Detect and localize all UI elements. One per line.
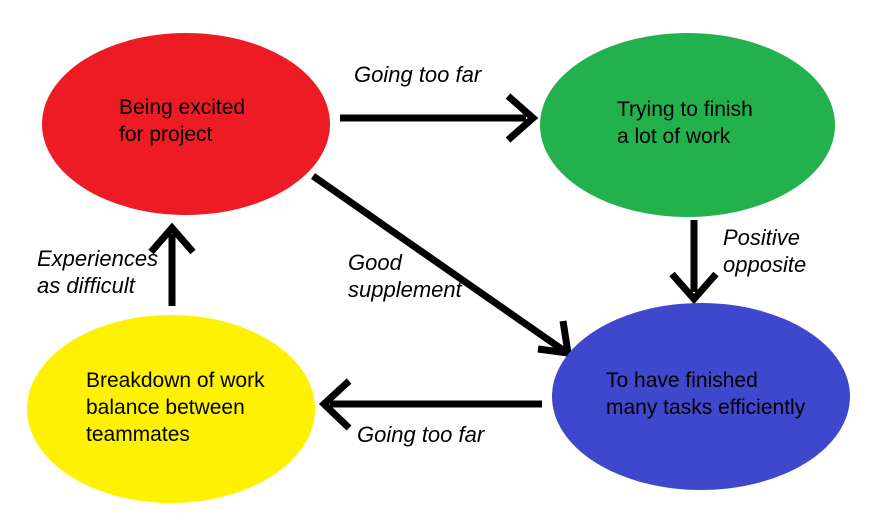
node-trying-to-finish-label: Trying to finish a lot of work bbox=[617, 96, 753, 150]
node-label-line: for project bbox=[119, 123, 213, 146]
node-being-excited: Being excited for project bbox=[42, 33, 330, 215]
node-being-excited-label: Being excited for project bbox=[119, 94, 245, 148]
edge-label-line: Going too far bbox=[354, 62, 482, 87]
node-trying-to-finish: Trying to finish a lot of work bbox=[540, 33, 835, 217]
edge-label-line: as difficult bbox=[37, 273, 135, 298]
edge-label-good-supplement: Good supplement bbox=[348, 249, 462, 303]
arrow-trying-to-finished bbox=[669, 220, 719, 305]
node-label-line: a lot of work bbox=[617, 125, 731, 148]
node-label-line: many tasks efficiently bbox=[606, 396, 806, 419]
node-finished-many-tasks: To have finished many tasks efficiently bbox=[552, 303, 850, 490]
edge-label-experiences-as-difficult: Experiences as difficult bbox=[37, 245, 158, 299]
edge-label-line: opposite bbox=[723, 252, 807, 277]
edge-label-positive-opposite: Positive opposite bbox=[723, 224, 806, 278]
edge-label-going-too-far-top: Going too far bbox=[354, 61, 481, 88]
node-label-line: To have finished bbox=[606, 369, 758, 392]
node-label-line: Trying to finish bbox=[617, 98, 753, 121]
node-label-line: Being excited bbox=[119, 96, 246, 119]
edge-label-line: Experiences bbox=[37, 246, 159, 271]
arrow-excited-to-trying bbox=[340, 93, 539, 143]
node-breakdown-of-work-label: Breakdown of work balance between teamma… bbox=[86, 367, 265, 448]
node-finished-many-tasks-label: To have finished many tasks efficiently bbox=[606, 367, 805, 421]
node-label-line: balance between bbox=[86, 396, 245, 419]
node-label-line: teammates bbox=[86, 423, 190, 446]
edge-label-line: supplement bbox=[348, 277, 462, 302]
edge-label-going-too-far-bottom: Going too far bbox=[357, 421, 484, 448]
edge-label-line: Good bbox=[348, 250, 402, 275]
edge-label-line: Positive bbox=[723, 225, 801, 250]
node-label-line: Breakdown of work bbox=[86, 369, 265, 392]
node-breakdown-of-work: Breakdown of work balance between teamma… bbox=[27, 315, 315, 503]
edge-label-line: Going too far bbox=[357, 422, 485, 447]
